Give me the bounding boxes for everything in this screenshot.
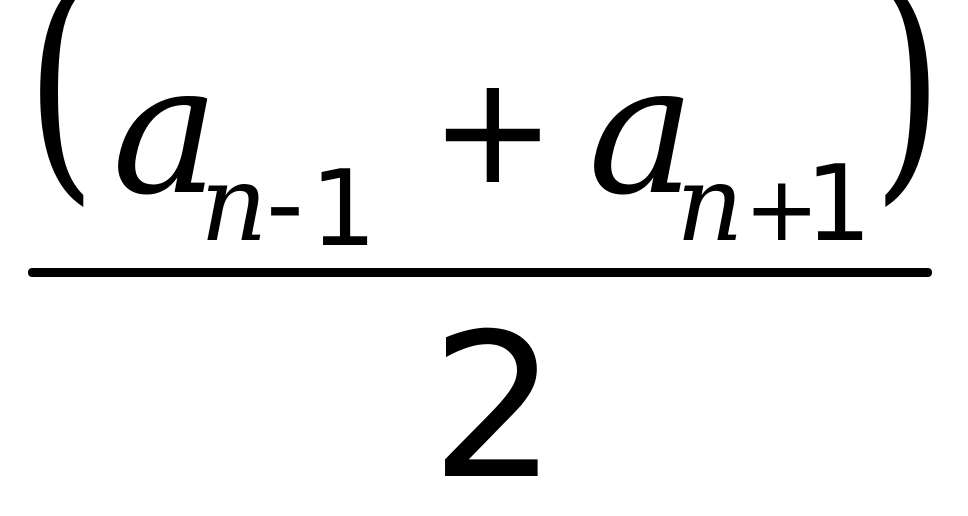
variable-a-right: a [588, 26, 695, 235]
subscript-n-right: n [676, 143, 744, 265]
subscript-plus-operator: + [744, 157, 819, 262]
fraction-bar [28, 268, 932, 277]
close-parenthesis: ) [873, 0, 943, 228]
denominator-two: 2 [430, 291, 557, 516]
plus-operator: + [430, 44, 556, 218]
subscript-n-left: n [200, 143, 268, 265]
subscript-one-left: 1 [310, 148, 377, 270]
subscript-minus-operator: - [266, 143, 304, 265]
subscript-one-right: 1 [805, 143, 872, 265]
variable-a-left: a [112, 26, 219, 235]
open-parenthesis: ( [26, 0, 96, 228]
